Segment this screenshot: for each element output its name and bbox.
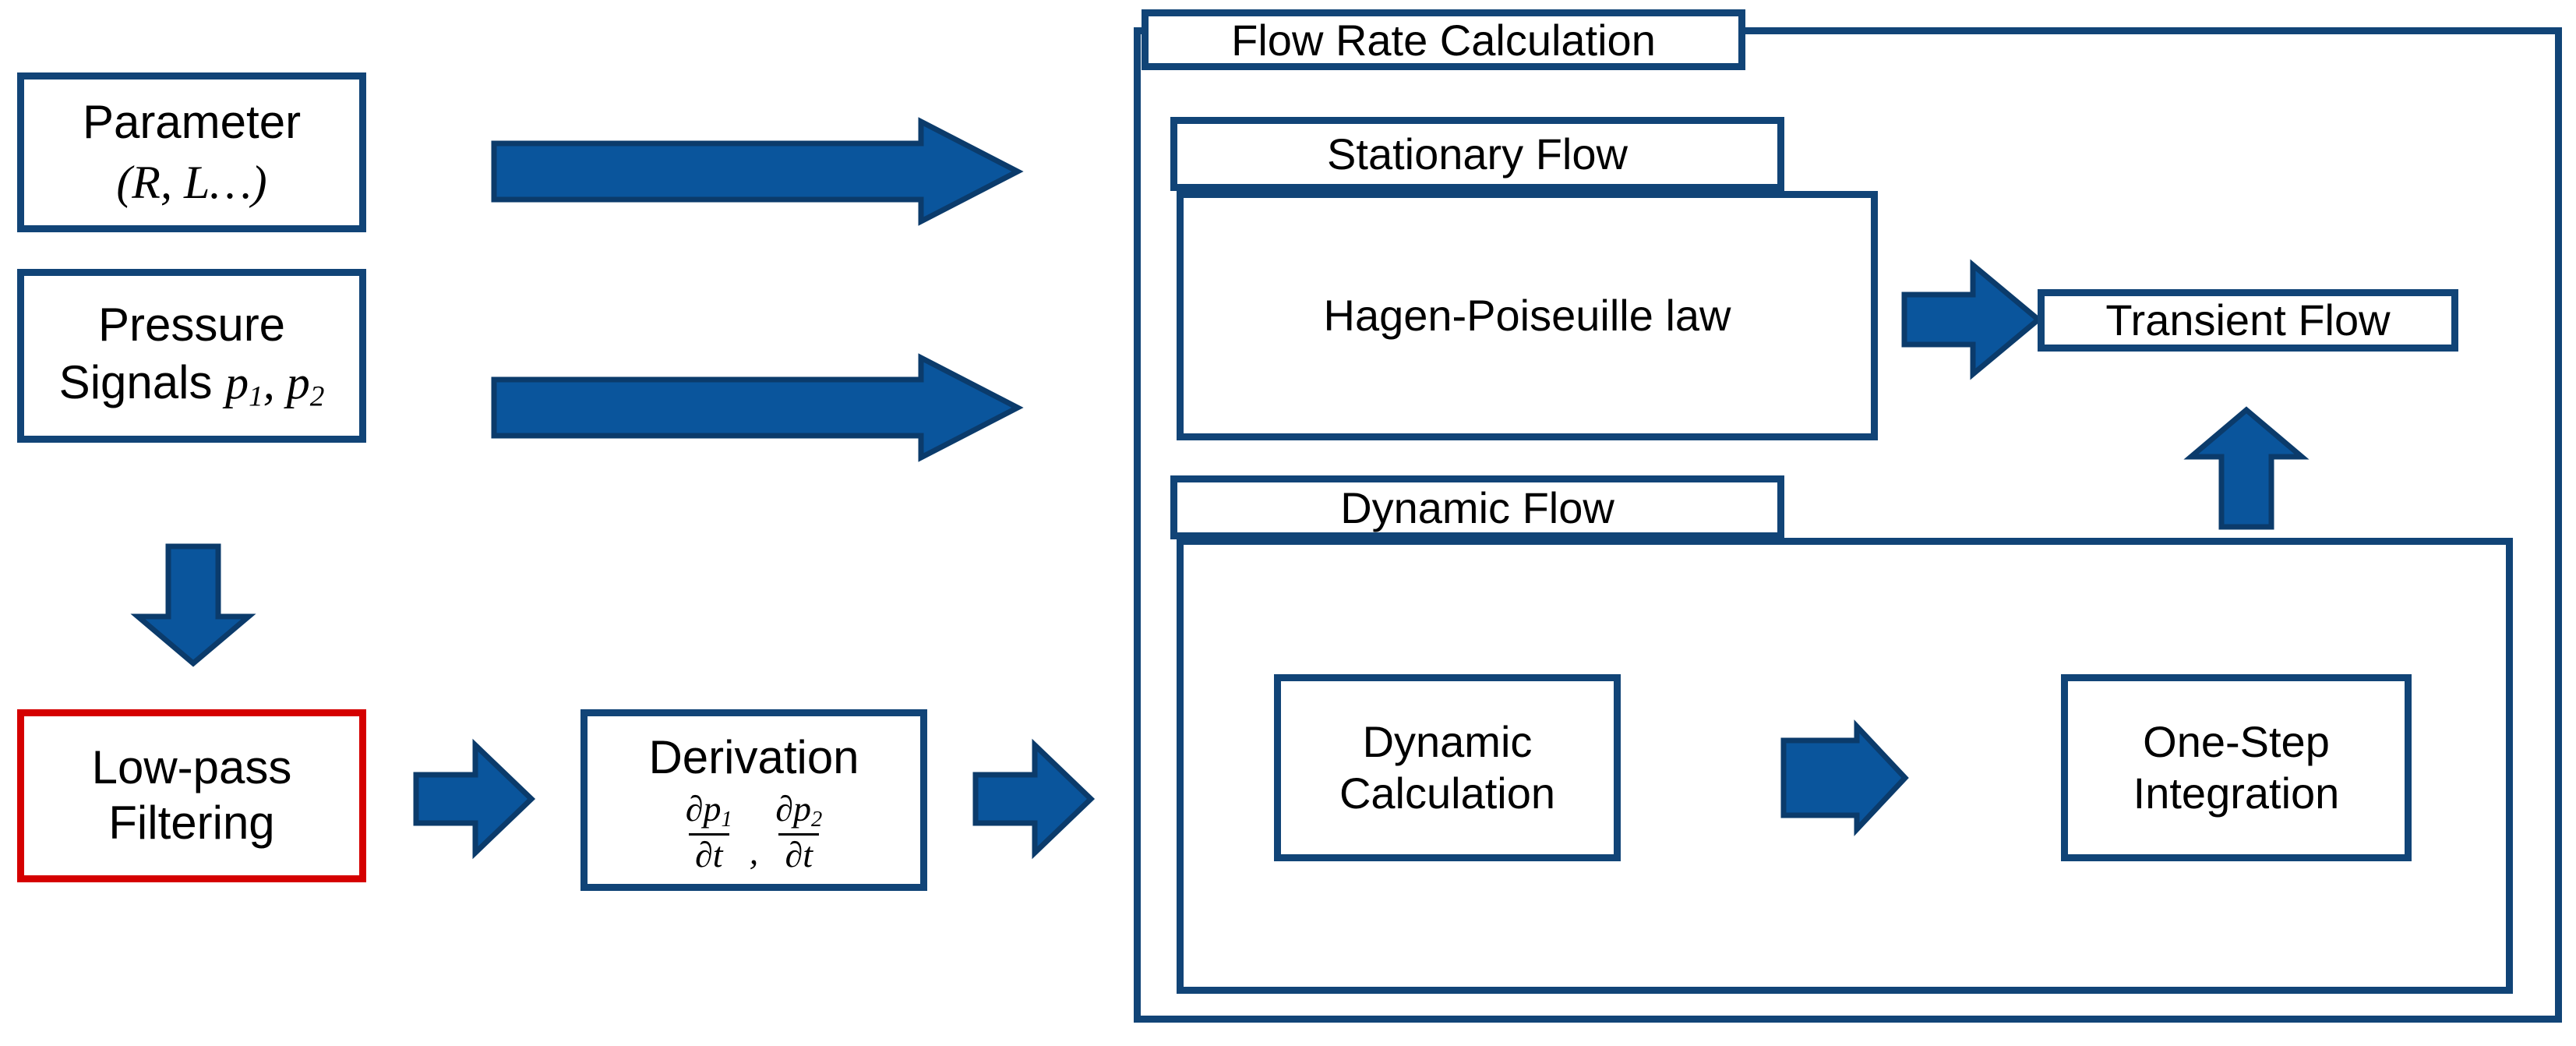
one-step-integration-line1: One-Step <box>2143 716 2330 766</box>
low-pass-filtering-box: Low-pass Filtering <box>17 709 366 882</box>
pressure-signal-symbols: Signals p1, p2 <box>59 355 325 414</box>
transient-flow-label: Transient Flow <box>2105 295 2391 345</box>
arrow-low-pass-to-derivation-icon <box>413 738 536 860</box>
arrow-integration-to-transient-icon <box>2183 406 2310 530</box>
low-pass-line1: Low-pass <box>91 741 292 794</box>
signals-label: Signals <box>58 356 226 409</box>
derivation-formula: ∂p1 ∂t , ∂p2 ∂t <box>676 789 832 874</box>
derivation-title: Derivation <box>648 730 859 783</box>
one-step-integration-line2: Integration <box>2133 769 2340 818</box>
frac2-denominator: ∂t <box>778 832 819 874</box>
frac1-denominator: ∂t <box>688 832 729 874</box>
dynamic-calculation-box: Dynamic Calculation <box>1274 674 1621 861</box>
formula-separator: , <box>749 832 759 872</box>
symbol-separator: , <box>263 357 287 409</box>
ellipsis-paren-close: …) <box>210 156 267 208</box>
stationary-flow-title-tab: Stationary Flow <box>1170 117 1784 191</box>
arrow-pressure-to-low-pass-icon <box>130 543 256 667</box>
derivation-box: Derivation ∂p1 ∂t , ∂p2 ∂t <box>580 709 927 891</box>
parameter-box: Parameter (R, L…) <box>17 72 366 232</box>
arrow-parameter-to-flow-rate-icon <box>491 117 1024 226</box>
frac1-numerator: ∂p1 <box>685 789 732 832</box>
partial-p1-over-partial-t: ∂p1 ∂t <box>679 789 739 874</box>
transient-flow-box: Transient Flow <box>2038 289 2458 352</box>
arrow-derivation-to-flow-rate-icon <box>972 738 1096 860</box>
dynamic-calculation-line2: Calculation <box>1339 769 1556 818</box>
symbol-R: R <box>132 156 161 208</box>
parameter-title: Parameter <box>82 95 302 148</box>
flow-rate-calculation-title-tab: Flow Rate Calculation <box>1142 9 1745 70</box>
dynamic-calculation-line1: Dynamic <box>1362 716 1533 766</box>
stationary-flow-body: Hagen-Poiseuille law <box>1177 191 1878 440</box>
stationary-flow-title: Stationary Flow <box>1327 129 1628 178</box>
symbol-p2: p2 <box>286 357 325 413</box>
flow-rate-calculation-title: Flow Rate Calculation <box>1231 15 1656 65</box>
arrow-dynamic-calc-to-integration-icon <box>1780 719 1909 836</box>
low-pass-line2: Filtering <box>108 797 275 849</box>
pressure-title: Pressure <box>97 298 286 351</box>
hagen-poiseuille-label: Hagen-Poiseuille law <box>1323 290 1731 340</box>
pressure-signals-box: Pressure Signals p1, p2 <box>17 269 366 443</box>
symbol-L: L <box>183 156 210 208</box>
arrow-hagen-to-transient-icon <box>1901 259 2043 380</box>
dynamic-flow-title: Dynamic Flow <box>1340 482 1614 532</box>
partial-p2-over-partial-t: ∂p2 ∂t <box>769 789 828 874</box>
symbol-p1: p1 <box>225 357 263 413</box>
parameter-symbols: (R, L…) <box>116 155 266 210</box>
paren-open: ( <box>116 156 132 208</box>
symbol-separator: , <box>160 156 184 208</box>
frac2-numerator: ∂p2 <box>775 789 823 832</box>
dynamic-flow-title-tab: Dynamic Flow <box>1170 475 1784 539</box>
one-step-integration-box: One-Step Integration <box>2061 674 2412 861</box>
flow-rate-calculation-panel <box>1134 27 2562 1023</box>
arrow-pressure-to-flow-rate-icon <box>491 353 1024 462</box>
